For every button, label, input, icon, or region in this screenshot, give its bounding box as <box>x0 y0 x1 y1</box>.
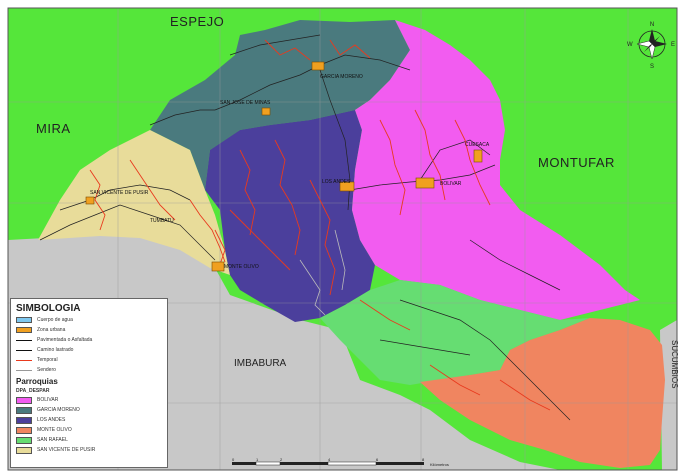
legend-row-parishes-2: LOS ANDES <box>16 416 162 424</box>
compass-rose-icon: N S E W <box>627 22 675 70</box>
legend-row-parishes-5: SAN VICENTE DE PUSIR <box>16 446 162 454</box>
legend-line-swatch <box>16 349 32 351</box>
legend-title: SIMBOLOGIA <box>16 303 81 314</box>
legend-line-swatch <box>16 359 32 361</box>
scale-tick-1: 1 <box>256 457 259 462</box>
legend-swatch <box>16 436 32 444</box>
town-label-san-jose: SAN JOSE DE MINAS <box>220 100 271 106</box>
legend-parishes-subtitle: DPA_DESPAR <box>16 388 50 394</box>
temporal-roads <box>89 39 551 411</box>
scale-tick-8: 8 <box>422 457 425 462</box>
town-label-tumbatu: TUMBATU <box>150 218 174 224</box>
region-label-sucumbios: SUCUMBIOS <box>670 340 679 388</box>
town-label-bolivar: BOLIVAR <box>440 181 462 187</box>
scale-unit: Kilómetros <box>430 462 449 467</box>
legend-swatch <box>16 327 32 333</box>
region-label-imbabura: IMBABURA <box>234 358 287 369</box>
parish-san-rafael <box>320 280 590 385</box>
legend-label: BOLIVAR <box>37 397 59 403</box>
town-label-san-vicente: SAN VICENTE DE PUSIR <box>90 190 149 196</box>
legend-swatch <box>16 396 32 404</box>
legend-parishes-title: Parroquias <box>16 377 58 386</box>
sucumbios-area <box>660 320 677 470</box>
legend-label: Temporal <box>37 357 58 363</box>
legend-label: Camino lastrado <box>37 347 74 353</box>
town-label-monte-olivo: MONTE OLIVO <box>224 264 259 270</box>
compass-s: S <box>650 64 654 70</box>
legend-label: Pavimentada o Asfaltada <box>37 337 93 343</box>
legend-row-symbols-0: Cuerpo de agua <box>16 316 162 324</box>
compass-n: N <box>650 22 654 28</box>
legend-swatch <box>16 416 32 424</box>
legend-parishes: BOLIVAR GARCIA MORENO LOS ANDES MONTE OLIVO… <box>16 396 162 454</box>
legend-line-swatch <box>16 369 32 371</box>
trails <box>299 229 346 316</box>
legend-row-symbols-1: Zona urbana <box>16 326 162 334</box>
parish-los-andes <box>205 110 375 322</box>
town-label-cuesaca: CUESACA <box>465 142 490 148</box>
scale-bar: 0 1 2 4 6 8 Kilómetros <box>232 457 449 467</box>
legend-row-symbols-5: Sendero <box>16 366 162 374</box>
legend-row-parishes-0: BOLIVAR <box>16 396 162 404</box>
urban-zones <box>85 61 483 272</box>
scale-tick-0: 0 <box>232 457 235 462</box>
legend-swatch <box>16 317 32 323</box>
town-label-garcia-moreno: GARCIA MORENO <box>320 74 363 80</box>
legend-swatch <box>16 426 32 434</box>
parish-monte-olivo <box>420 318 665 468</box>
scale-tick-2: 2 <box>280 457 283 462</box>
map-frame <box>7 7 678 471</box>
legend-row-parishes-3: MONTE OLIVO <box>16 426 162 434</box>
legend-label: Zona urbana <box>37 327 66 333</box>
scale-tick-6: 6 <box>376 457 379 462</box>
legend-swatch <box>16 406 32 414</box>
region-label-montufar: MONTUFAR <box>538 155 615 170</box>
legend-row-parishes-1: GARCIA MORENO <box>16 406 162 414</box>
legend-line-swatch <box>16 339 32 341</box>
compass-e: E <box>671 42 675 48</box>
legend-row-symbols-3: Camino lastrado <box>16 346 162 354</box>
map-grid <box>8 8 677 470</box>
legend-label: MONTE OLIVO <box>37 427 72 433</box>
legend-label: LOS ANDES <box>37 417 66 423</box>
legend-label: Sendero <box>37 367 56 373</box>
parish-san-vicente <box>38 130 230 275</box>
parish-garcia-moreno <box>150 20 410 190</box>
paved-roads <box>39 34 571 421</box>
legend-row-parishes-4: SAN RAFAEL <box>16 436 162 444</box>
legend-label: SAN RAFAEL <box>37 437 68 443</box>
legend-label: GARCIA MORENO <box>37 407 80 413</box>
town-label-los-andes: LOS ANDES <box>322 179 351 185</box>
legend-row-symbols-2: Pavimentada o Asfaltada <box>16 336 162 344</box>
scale-tick-4: 4 <box>328 457 331 462</box>
legend-row-symbols-4: Temporal <box>16 356 162 364</box>
compass-w: W <box>627 42 633 48</box>
region-label-espejo: ESPEJO <box>170 14 224 29</box>
region-label-mira: MIRA <box>36 121 71 136</box>
legend-label: SAN VICENTE DE PUSIR <box>37 447 96 453</box>
legend-label: Cuerpo de agua <box>37 317 73 323</box>
legend-swatch <box>16 446 32 454</box>
parish-bolivar <box>352 20 640 320</box>
